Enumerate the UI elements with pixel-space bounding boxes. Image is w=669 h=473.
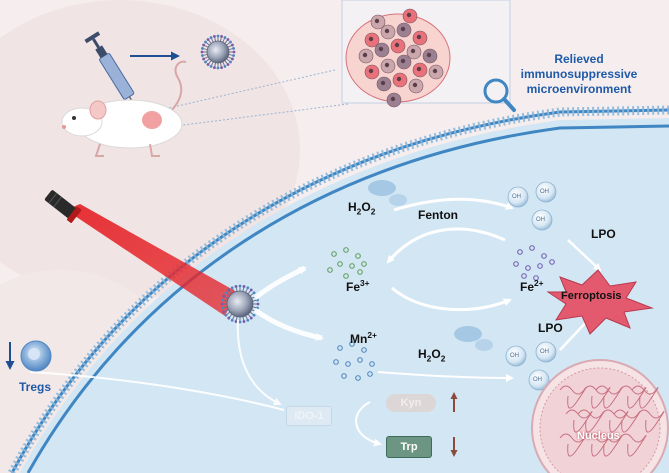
h2o2-sub: 2 [356,206,362,217]
zoom-line [159,69,336,111]
zoom-line [159,103,349,129]
fenton-arrow [393,197,514,212]
h2o2-h: H [418,347,427,361]
lpo-arrow-top [567,239,602,272]
magnifier-icon [483,78,516,112]
tregs-label: Tregs [19,380,52,394]
trp-box: Trp [386,436,432,458]
hydroxyl-radical-icon [505,181,557,391]
oh-label: OH [536,217,545,223]
h2o2-o: O [361,200,371,214]
ido1-box: IDO-1 [286,406,332,426]
fe3-ions [327,247,367,279]
mn2-label: Mn2+ [350,330,377,346]
ferroptosis-star-icon [546,269,654,335]
relieved-microenvironment-label: Relieved immunosuppressive microenvironm… [510,52,648,97]
relieved-line-3: microenvironment [526,82,632,96]
fe3-charge: 3+ [360,278,370,288]
h2o2-sub: 2 [426,353,432,364]
oh-label: OH [540,349,549,355]
h2o2-bubble [475,339,493,351]
fe2-base: Fe [520,280,535,294]
oh-label: OH [533,377,542,383]
h2o2-bubble [368,180,396,196]
nanoparticle-icon [220,284,260,324]
t-cell-icon [20,340,52,372]
relieved-line-2: immunosuppressive [520,67,638,81]
lpo-mid-label: LPO [538,321,563,335]
nanoparticle-icon [200,34,236,70]
laser-icon [44,190,237,316]
h2o2-top-label: H2O2 [348,200,375,216]
mn-fenton-arrow [377,371,514,382]
arrow-to-mn2 [253,307,324,341]
cell-membrane-pattern [8,105,669,473]
trp-to-kyn-arrow [355,401,382,447]
ferroptosis-label: Ferroptosis [561,290,622,302]
laser-beam [66,204,237,316]
fe2-ions [513,245,555,281]
h2o2-sub: 2 [440,353,446,364]
nucleus-label: Nucleus [577,430,620,442]
fenton-label: Fenton [418,208,458,222]
h2o2-bubble [454,326,482,342]
oh-label: OH [540,189,549,195]
fe3-label: Fe3+ [346,278,370,294]
kyn-box: Kyn [386,394,436,412]
fe2-to-fe3-arrow [386,227,506,264]
mouse-icon [61,60,187,157]
mn2-base: Mn [350,332,368,346]
nucleus-icon [531,359,669,473]
fe3-to-fe2-arrow [391,286,512,312]
mn2-ions [333,341,375,381]
h2o2-mid-label: H2O2 [418,347,445,363]
tumor-cells [358,8,444,108]
arrow-to-ido1 [236,319,282,406]
lpo-top-label: LPO [591,227,616,241]
h2o2-bubble [389,194,407,206]
background-blob [0,0,300,300]
fe2-charge: 2+ [534,278,544,288]
tregs-line [29,371,285,411]
oh-label: OH [512,194,521,200]
relieved-line-1: Relieved [554,52,604,66]
h2o2-sub: 2 [370,206,376,217]
h2o2-o: O [431,347,441,361]
h2o2-h: H [348,200,357,214]
cell-membrane-inner [26,124,669,473]
fe3-base: Fe [346,280,361,294]
fe2-label: Fe2+ [520,278,544,294]
arrow-to-fe3 [253,265,307,300]
laser-device [44,190,82,223]
oh-label: OH [510,353,519,359]
mn2-charge: 2+ [367,330,377,340]
